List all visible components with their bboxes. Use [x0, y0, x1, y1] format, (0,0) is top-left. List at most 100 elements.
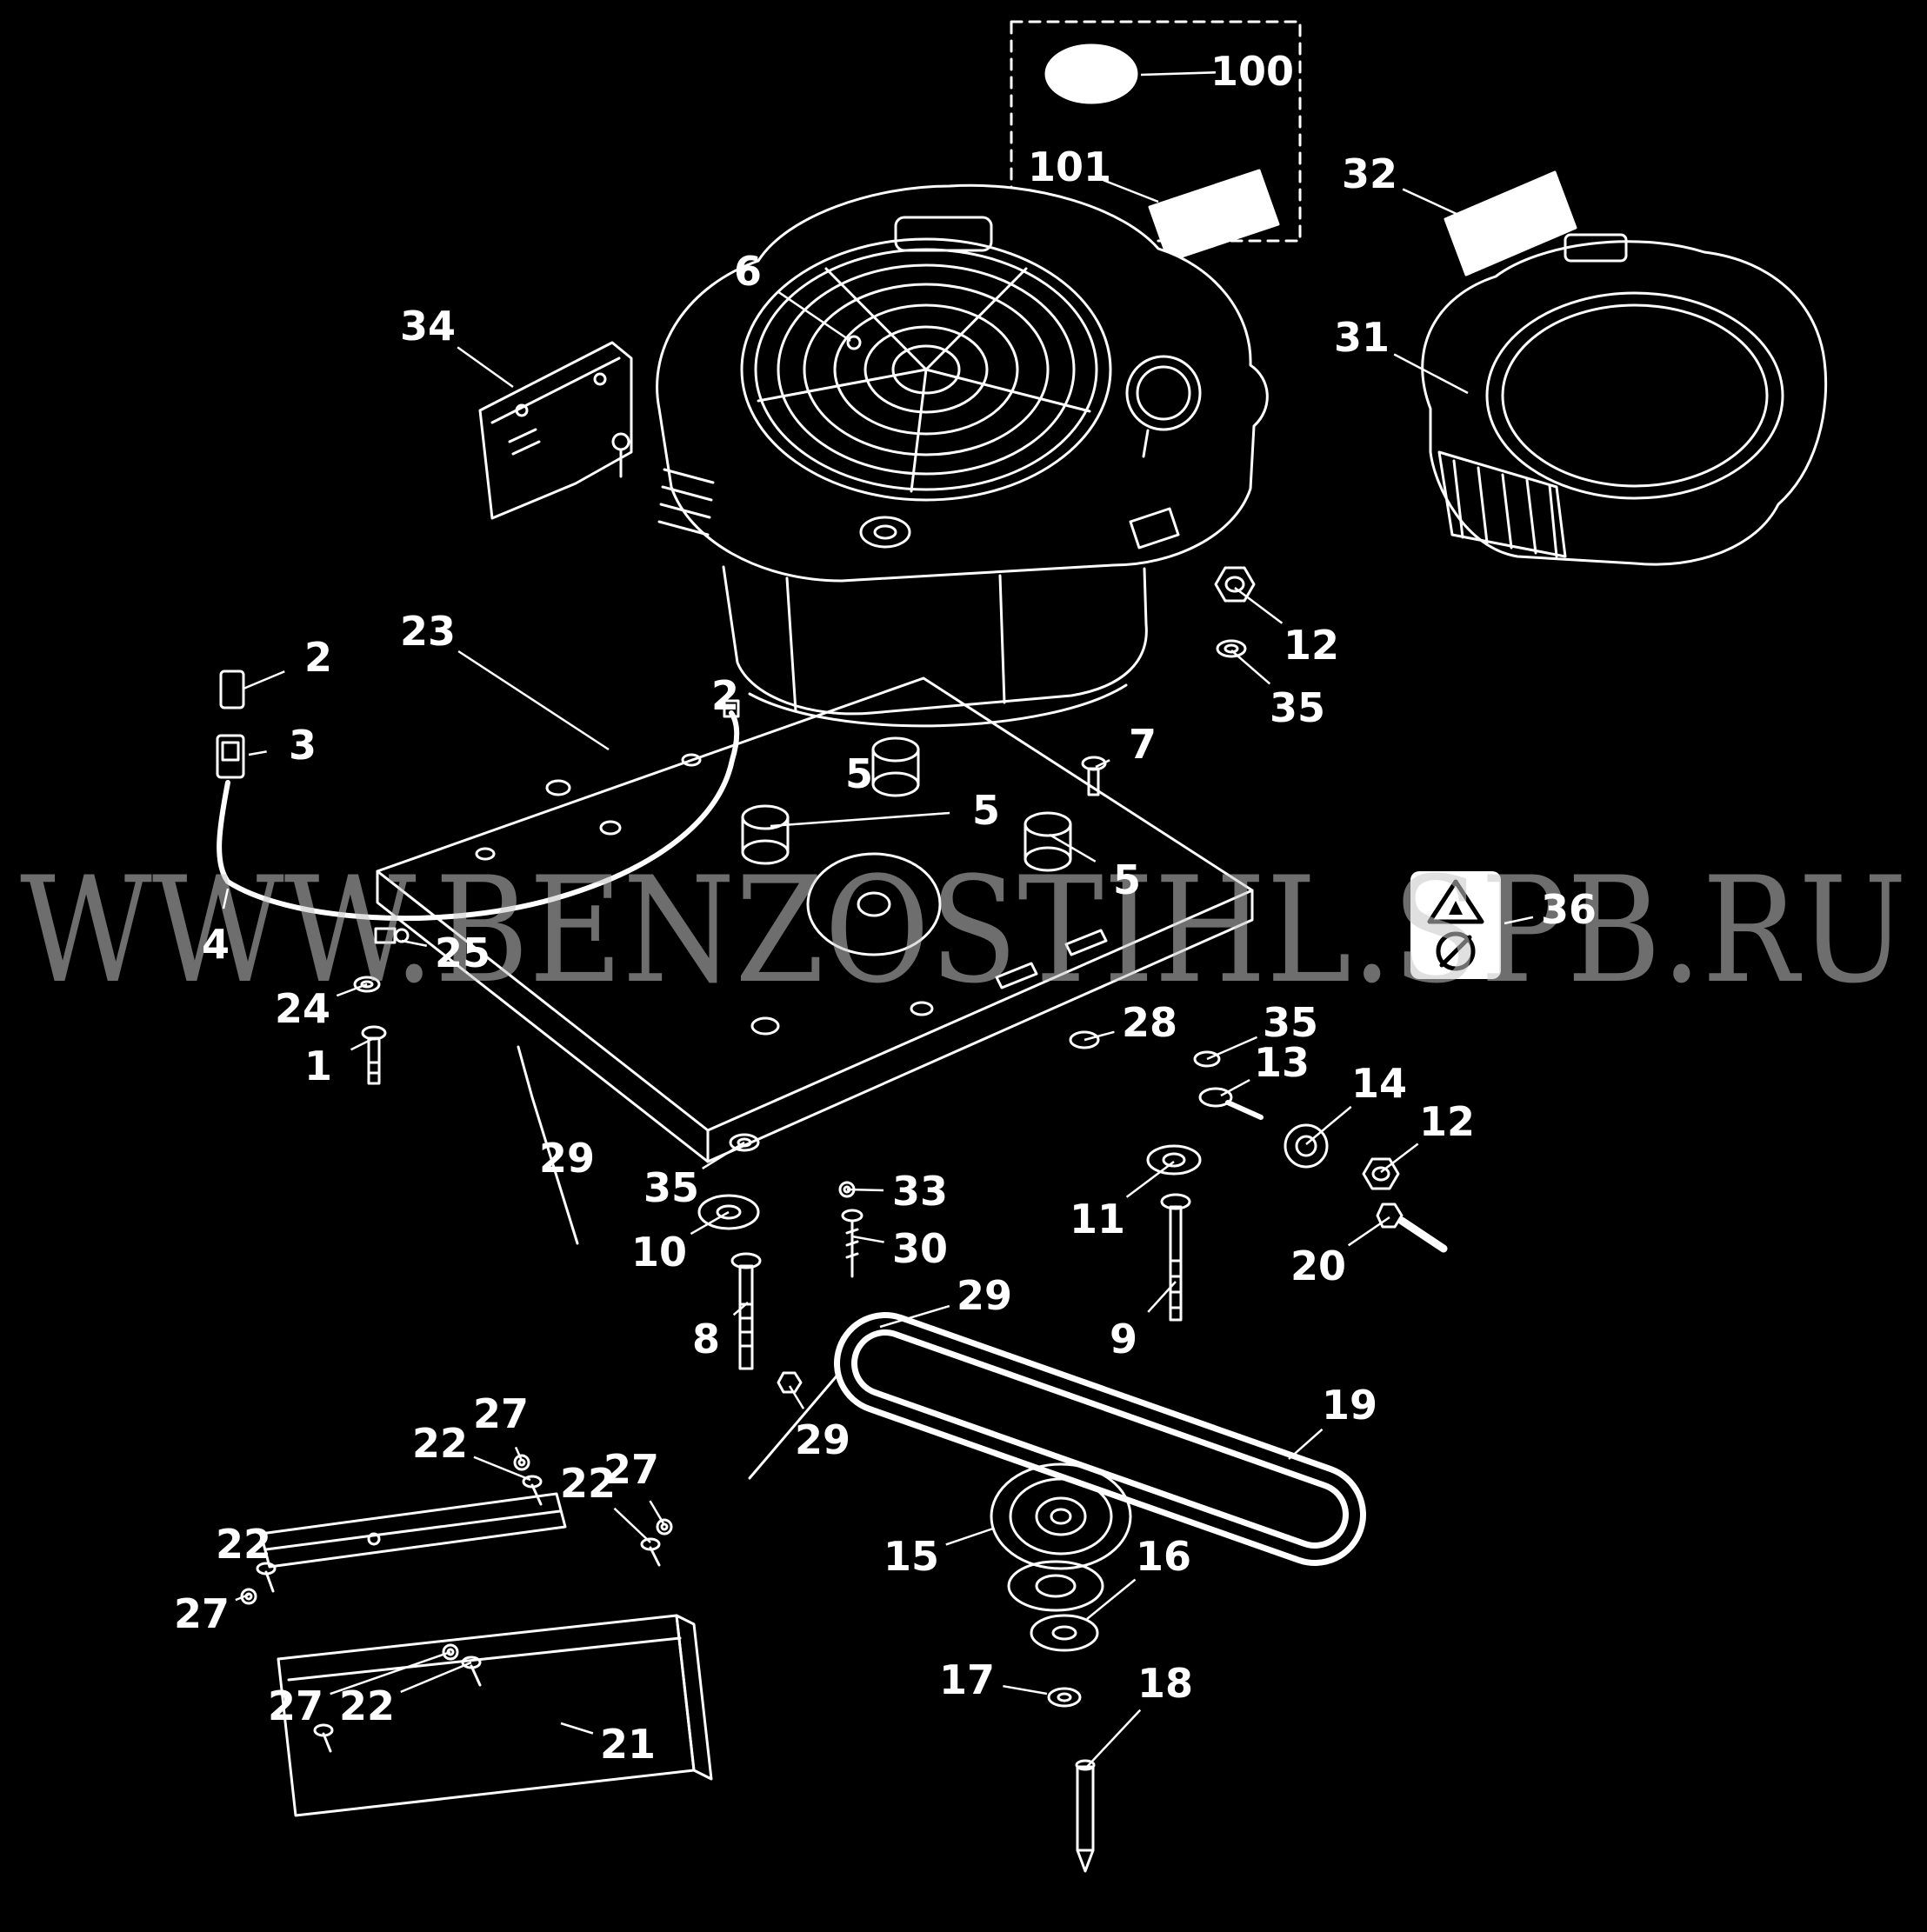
- key-13: [1200, 1089, 1261, 1117]
- part-callout: 5: [845, 750, 873, 797]
- leader-line: [1103, 179, 1159, 203]
- part-callout: 22: [339, 1661, 472, 1729]
- part-callout: 2: [711, 672, 739, 719]
- engine-assembly: [657, 185, 1268, 726]
- part-number-label: 22: [339, 1682, 395, 1729]
- part-number-label: 5: [845, 750, 873, 797]
- part-number-label: 11: [1070, 1196, 1125, 1242]
- leader-line: [788, 1385, 805, 1409]
- leader-line: [473, 1456, 531, 1482]
- part-number-label: 18: [1137, 1660, 1193, 1707]
- part-callout: 101: [1028, 143, 1159, 203]
- leader-line: [400, 1661, 472, 1694]
- leader-line: [851, 1235, 884, 1243]
- part-number-label: 23: [400, 608, 456, 655]
- mounting-bracket: [480, 343, 631, 518]
- part-number-label: 12: [1419, 1098, 1475, 1145]
- part-number-label: 24: [275, 985, 330, 1032]
- part-number-label: 101: [1028, 143, 1111, 190]
- part-number-label: 31: [1334, 314, 1390, 361]
- part-number-label: 16: [1136, 1533, 1191, 1580]
- part-callout: 24: [275, 983, 368, 1032]
- part-number-label: 13: [1254, 1039, 1310, 1086]
- part-number-label: 10: [631, 1229, 687, 1276]
- part-number-label: 20: [1290, 1242, 1346, 1289]
- part-callout: 23: [400, 608, 610, 751]
- part-number-label: 21: [600, 1721, 656, 1768]
- part-callout: 22: [216, 1521, 271, 1568]
- bolt-18: [1077, 1761, 1094, 1871]
- washer-17: [1049, 1689, 1080, 1706]
- leader-line: [1393, 353, 1469, 395]
- part-number-label: 4: [202, 921, 230, 968]
- leader-line: [1305, 1105, 1352, 1145]
- part-callout: 32: [1342, 150, 1469, 221]
- leader-line: [613, 1507, 651, 1543]
- bolt-8: [732, 1254, 760, 1369]
- part-callout: 17: [939, 1656, 1048, 1703]
- part-callout: 100: [1140, 48, 1294, 95]
- part-callout: 35: [1206, 999, 1318, 1061]
- part-number-label: 36: [1541, 886, 1597, 933]
- watermark-text: WWW.BENZOSTIHL.SPB.RU: [20, 845, 1907, 1016]
- part-callout: 21: [560, 1721, 656, 1768]
- part-number-label: 3: [289, 722, 317, 769]
- engine-base-plate: [377, 678, 1252, 1162]
- bolt-9: [1162, 1195, 1190, 1320]
- leader-line: [457, 650, 610, 751]
- flange-nut-and-washer: [1216, 568, 1254, 656]
- part-callout: 2: [243, 634, 332, 690]
- part-callout: 31: [1334, 314, 1469, 395]
- leader-line: [1086, 1709, 1142, 1768]
- leader-line: [243, 670, 285, 690]
- part-number-label: 33: [892, 1168, 948, 1215]
- part-callout: 10: [631, 1210, 730, 1276]
- leader-line: [1230, 650, 1271, 685]
- part-number-label: 27: [603, 1446, 659, 1493]
- part-number-label: 22: [412, 1420, 468, 1467]
- connector-3: [217, 736, 243, 777]
- leader-line: [401, 939, 428, 947]
- leader-line: [770, 811, 950, 828]
- leader-line: [330, 1650, 451, 1695]
- cooling-fan: [742, 239, 1110, 500]
- leader-line: [846, 1188, 884, 1192]
- part-callout: 19: [1288, 1382, 1377, 1460]
- fuel-cap: [1127, 356, 1200, 456]
- leader-line: [945, 1527, 994, 1546]
- part-number-label: 1: [304, 1043, 332, 1089]
- part-callout: 5: [1049, 833, 1141, 903]
- leader-line: [457, 346, 514, 389]
- part-number-label: 12: [1284, 622, 1339, 669]
- cable-end-connector: [724, 701, 738, 716]
- part-number-label: 22: [216, 1521, 271, 1568]
- shroud-screw: [848, 336, 860, 349]
- part-callout: 5: [770, 787, 1000, 834]
- part-number-label: 30: [892, 1225, 948, 1272]
- part-number-label: 32: [1342, 150, 1397, 197]
- leader-line: [560, 1722, 594, 1735]
- part-callout: 6: [734, 248, 851, 343]
- stop-switch-and-cable: [217, 671, 738, 918]
- leader-line: [514, 1446, 523, 1462]
- part-callout: 29: [879, 1272, 1012, 1329]
- leader-line: [248, 750, 267, 756]
- leader-line: [1084, 1030, 1115, 1042]
- oval-sticker-100: [1046, 45, 1137, 103]
- leader-line: [235, 1593, 250, 1602]
- part-callout: 4: [202, 888, 230, 968]
- part-callout: 27: [174, 1590, 250, 1637]
- part-number-label: 29: [539, 1135, 595, 1182]
- part-number-label: 29: [795, 1416, 850, 1463]
- warning-sticker: [1410, 871, 1501, 979]
- left-fastener-stack: [699, 1135, 862, 1369]
- part-number-label: 29: [957, 1272, 1012, 1319]
- part-callout: 22: [412, 1420, 531, 1482]
- spark-plug-boot: [1130, 509, 1178, 548]
- part-callout: 35: [643, 1141, 745, 1211]
- leader-line: [1095, 759, 1110, 769]
- washer-16: [1031, 1616, 1097, 1650]
- part-number-label: 2: [304, 634, 332, 681]
